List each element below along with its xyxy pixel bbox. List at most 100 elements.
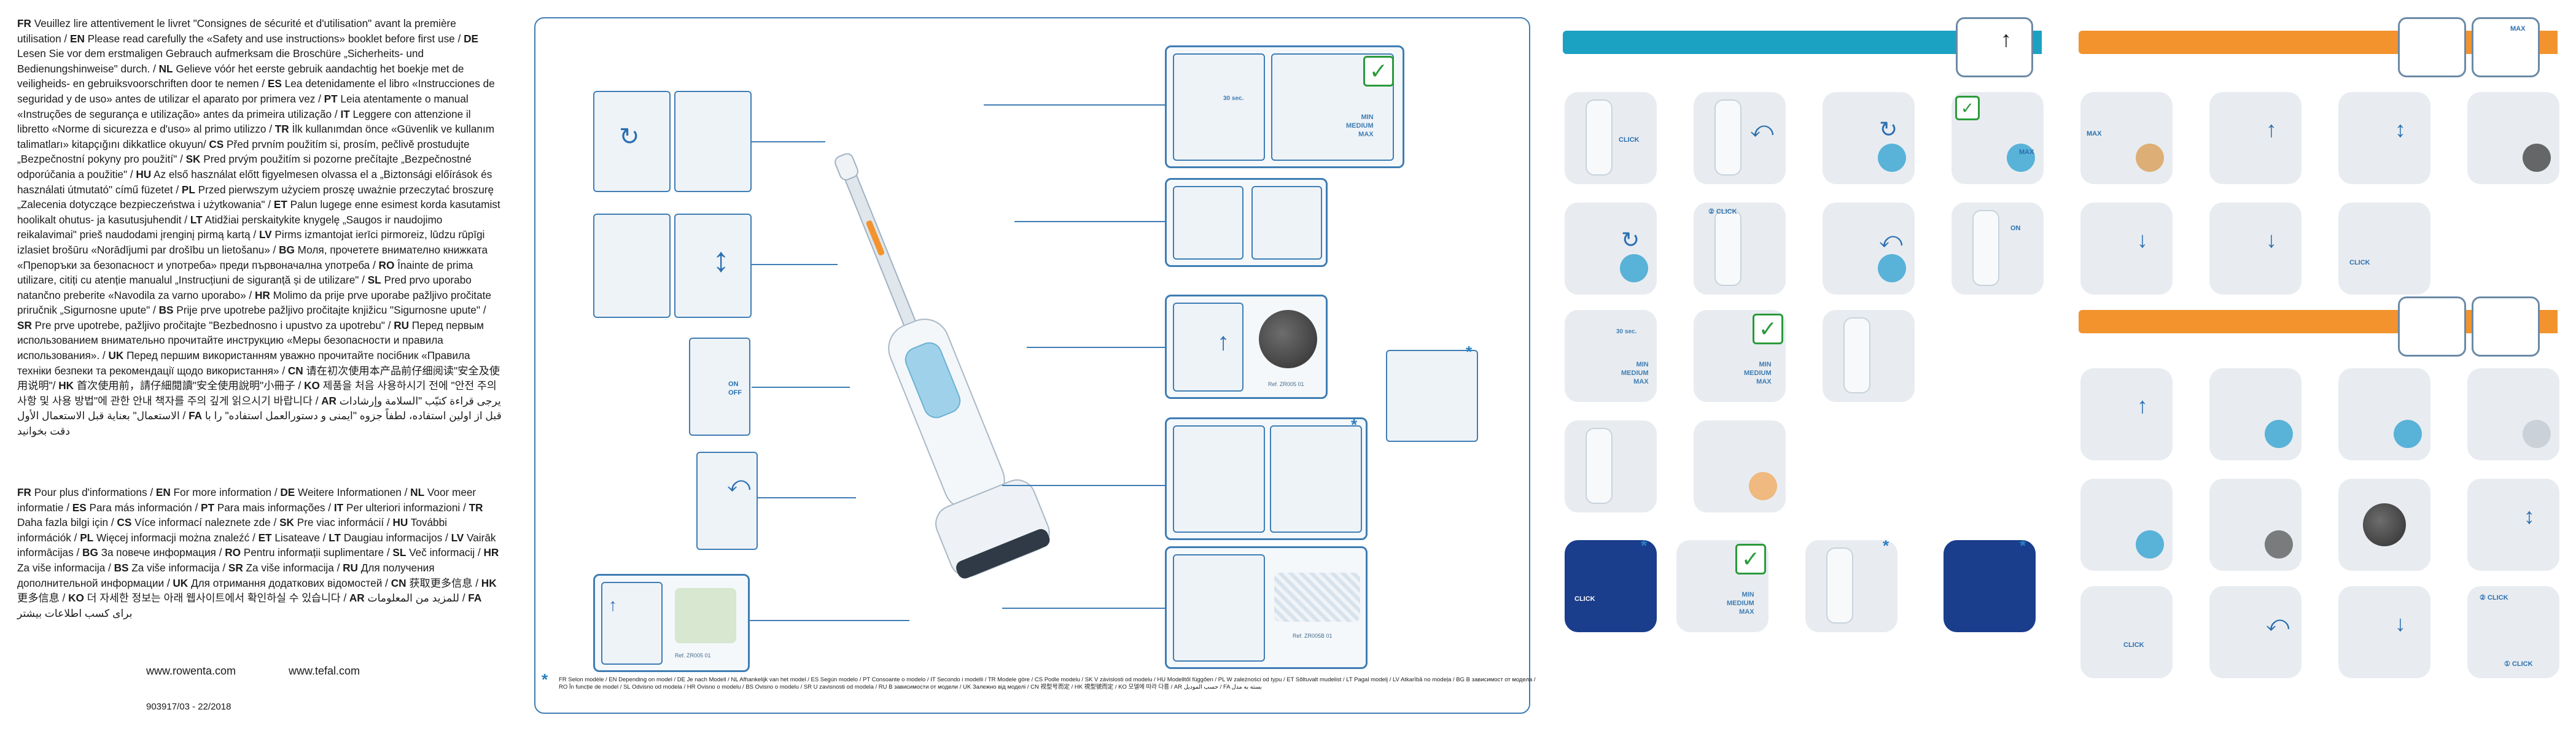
language-text: Pentru informații suplimentare / <box>240 546 393 559</box>
language-code: CS <box>117 516 132 529</box>
step-tile <box>2467 92 2559 184</box>
language-code: BG <box>82 546 98 559</box>
language-code: KO <box>304 379 320 392</box>
language-code: PT <box>324 92 338 105</box>
language-text: İlk kullanımdan önce «Güvenlik ve kullan… <box>17 123 495 150</box>
language-code: IT <box>333 501 344 514</box>
level-min: MIN <box>1361 114 1374 121</box>
language-code: ES <box>267 77 282 90</box>
tefal-website-link[interactable]: www.tefal.com <box>289 665 360 677</box>
language-code: TR <box>274 123 289 136</box>
step-handle-click-image <box>674 91 752 192</box>
step-tile: CLICK* <box>1565 540 1657 632</box>
language-text: Înainte de prima utilizare, citiți cu at… <box>17 258 473 287</box>
step-height-adjust-image: ↕ <box>674 214 752 318</box>
language-code: ES <box>72 501 87 514</box>
step-tile <box>2209 479 2302 571</box>
mop-pad-attach-image <box>1173 554 1265 662</box>
language-code: SR <box>228 561 243 574</box>
carpet-glider-image <box>1173 425 1265 533</box>
language-code: IT <box>340 107 350 120</box>
language-code: BS <box>158 304 174 317</box>
language-text: Pirms izmantojat ierīci pirmoreiz, lūdzu… <box>17 228 485 256</box>
step-tile: ↻ <box>1565 203 1657 295</box>
language-code: SL <box>367 274 381 287</box>
language-code: RU <box>343 561 358 574</box>
step-tile: ② CLICK <box>1694 203 1786 295</box>
step-tile: ↕ <box>2467 479 2559 571</box>
safety-notice-multilingual: FR Veuillez lire attentivement le livret… <box>17 16 502 439</box>
language-code: LT <box>190 213 203 226</box>
language-text: قبل از اولین استفاده، لطفاً جزوه "ایمنی … <box>17 409 502 438</box>
tank-remove-image <box>1173 186 1243 260</box>
language-text: Pred prvým použitím si pozorne prečítajt… <box>17 153 472 180</box>
language-code: AR <box>349 592 365 605</box>
language-text: Před prvním použitím si, prosím, pečlivě… <box>17 137 470 166</box>
step-tile: ON <box>1951 203 2044 295</box>
language-code: RU <box>394 319 410 331</box>
language-text: Atidžiai perskaitykite knygelę „Saugos i… <box>17 213 443 241</box>
language-text: Para más información / <box>86 501 201 514</box>
language-code: RO <box>225 546 241 559</box>
language-text: Перед первым использованием внимательно … <box>17 319 484 362</box>
language-text: 获取更多信息 / <box>406 576 481 589</box>
more-info-multilingual: FR Pour plus d'informations / EN For mor… <box>17 485 502 621</box>
language-code: AR <box>321 394 337 407</box>
mop-pad-image <box>1274 573 1360 622</box>
step-handle-attach-image: ↻ <box>593 91 671 192</box>
step-tile <box>1565 420 1657 512</box>
on-label: ON <box>728 381 739 388</box>
language-code: ET <box>273 198 287 211</box>
language-text: يرجى قراءة كتيّب "السلامة وإرشادات الاست… <box>17 394 501 422</box>
language-text: Please read carefully the «Safety and us… <box>84 32 464 45</box>
language-text: Molimo da prije prve uporabe pažljivo pr… <box>17 288 491 317</box>
step-tile <box>2209 368 2302 460</box>
pad-disc-image <box>1259 310 1317 368</box>
language-code: DE <box>280 486 295 498</box>
step-tile: CLICK <box>2080 586 2173 678</box>
step-cord-hook-image <box>593 214 671 318</box>
rowenta-website-link[interactable]: www.rowenta.com <box>146 665 236 677</box>
language-code: FR <box>17 486 31 498</box>
filter-ref: Ref. ZR005 01 <box>675 652 711 659</box>
step-tile: ↓ <box>2080 203 2173 295</box>
language-code: CN <box>391 576 407 589</box>
step-tile: ↑ <box>2209 92 2302 184</box>
step-tile: ↑ <box>2080 368 2173 460</box>
steam-level-box: 30 sec. MIN MEDIUM MAX ✓ <box>1165 45 1404 168</box>
language-code: UK <box>173 576 189 589</box>
model-dependent-footnote: FR Selon modèle / EN Depending on model … <box>559 676 1536 690</box>
step-tile: ↻ <box>1823 92 1915 184</box>
filter-insert-image: ↑ <box>601 582 663 665</box>
language-text: Więcej informacji można znaleźć / <box>93 531 259 544</box>
glider-accessory-image: * <box>1386 342 1478 442</box>
step-tile: MAX <box>2080 92 2173 184</box>
model-dependent-asterisk-2: * <box>1466 342 1473 361</box>
timer-label: 30 sec. <box>1223 95 1244 102</box>
mop-pad-box: Ref. ZR005B 01 <box>1165 546 1368 669</box>
step-tile: ↓ <box>2338 586 2430 678</box>
pad-disc-attach-image: ↑ <box>1173 303 1243 392</box>
language-text: Para mais informações / <box>214 501 334 514</box>
language-text: За повече информация / <box>98 546 225 559</box>
language-code: CN <box>287 364 303 377</box>
check-icon: ✓ <box>1363 56 1394 87</box>
language-text: Az első használat előtt figyelmesen olva… <box>17 168 492 196</box>
calendar-section-icon <box>2472 296 2540 357</box>
language-text: Lisateave / <box>271 531 329 544</box>
language-text: 더 자세한 정보는 아래 웹사이트에서 확인하실 수 있습니다 / <box>84 592 349 605</box>
language-text: 请在初次使用本产品前仔细阅读"安全及使用说明"/ <box>17 364 500 392</box>
language-text: Для получения дополнительной информации … <box>17 561 435 589</box>
language-code: DE <box>464 32 478 45</box>
check-icon: ✓ <box>1735 544 1766 574</box>
language-code: SR <box>17 319 32 331</box>
language-code: SK <box>279 516 294 529</box>
language-text: Vairāk informācijas / <box>17 531 496 559</box>
language-text: Leggere con attenzione il libretto «Norm… <box>17 107 471 136</box>
assembly-instructions-panel: ↻ ↕ ON OFF ⤺ ↑ Ref. ZR005 01 30 sec. MIN… <box>534 17 1530 714</box>
language-code: FA <box>468 592 482 605</box>
step-tile: ↓ <box>2209 203 2302 295</box>
language-text: للمزيد من المعلومات / <box>364 592 469 605</box>
step-tile <box>2080 479 2173 571</box>
